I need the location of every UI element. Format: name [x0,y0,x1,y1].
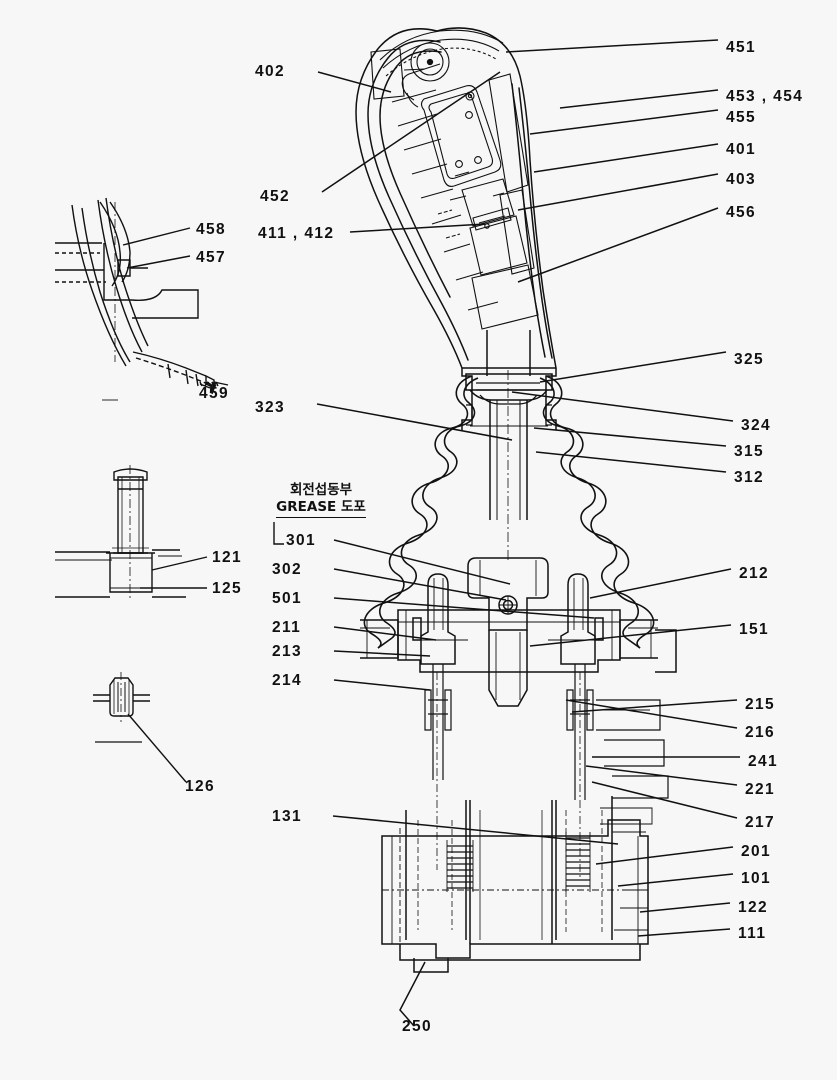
label-315: 315 [734,443,765,460]
label-458: 458 [196,221,227,238]
label-501: 501 [272,590,303,607]
lower-push-rods [424,664,594,880]
detail-view-121-125 [55,465,186,600]
lever-housing [360,557,677,707]
base-housing [381,796,649,973]
label-301: 301 [286,532,317,549]
label-455: 455 [726,109,757,126]
label-401: 401 [726,141,757,158]
label-241: 241 [748,753,779,770]
label-215: 215 [745,696,776,713]
label-122: 122 [738,899,769,916]
detail-leader-457-458-459 [122,227,219,395]
label-101: 101 [741,870,772,887]
label-214: 214 [272,672,303,689]
label-201: 201 [741,843,772,860]
label-325: 325 [734,351,765,368]
coil-springs [446,832,591,892]
label-452: 452 [260,188,291,205]
label-402: 402 [255,63,286,80]
label-403: 403 [726,171,757,188]
detail-leader-121-125 [140,556,208,589]
label-312: 312 [734,469,765,486]
label-302: 302 [272,561,303,578]
label-216: 216 [745,724,776,741]
detail-leader-126 [127,713,187,783]
grease-annotation: 회전섭동부 GREASE 도포 [262,482,380,518]
label-213: 213 [272,643,303,660]
label-131: 131 [272,808,303,825]
label-126: 126 [185,778,216,795]
label-151: 151 [739,621,770,638]
label-211: 211 [272,619,302,636]
label-324: 324 [741,417,772,434]
label-411-412: 411 , 412 [258,225,335,242]
label-459: 459 [199,385,230,402]
shift-lever-knob-outline [355,27,557,369]
label-453-454: 453 , 454 [726,88,804,105]
label-323: 323 [255,399,286,416]
label-125: 125 [212,580,243,597]
grease-annotation-line2: GREASE 도포 [276,499,366,518]
label-217: 217 [745,814,776,831]
label-250: 250 [402,1018,433,1035]
label-212: 212 [739,565,770,582]
label-457: 457 [196,249,227,266]
grease-annotation-line1: 회전섭동부 [289,482,353,498]
pivot-bearing-assembly [466,382,552,427]
knob-internal-mechanism [370,29,539,330]
rubber-boot [363,375,655,649]
label-456: 456 [726,204,757,221]
label-221: 221 [745,781,776,798]
label-451: 451 [726,39,757,56]
leader-lines [273,39,740,1027]
label-111: 111 [738,925,767,942]
label-121: 121 [212,549,243,566]
